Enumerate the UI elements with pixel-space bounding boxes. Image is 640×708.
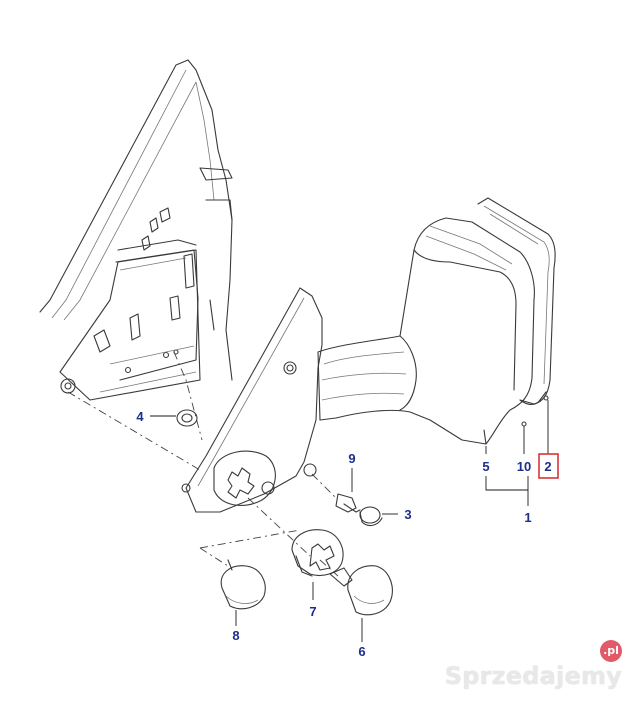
mirror-assembly [317,197,556,445]
callout-10: 10 [517,459,531,474]
assembly-guide-lines [67,351,339,577]
callout-8: 8 [232,628,239,643]
watermark: Sprzedajemy [444,662,622,690]
callout-1: 1 [524,510,531,525]
callout-6: 6 [358,644,365,659]
callout-leaders [485,400,549,506]
watermark-badge: .pl [600,640,622,662]
part-8-indicator [220,559,266,626]
part-6-indicator [329,565,393,642]
mirror-base-bracket [181,287,323,513]
callout-labels: 1 2 3 4 5 6 7 8 9 10 [136,409,559,659]
part-9-bolt [335,468,361,513]
callout-5: 5 [482,459,489,474]
part-7-clip [291,529,344,600]
callout-3: 3 [404,507,411,522]
part-3-cap [359,506,398,527]
door-frame [39,59,233,401]
callout-2: 2 [544,459,551,474]
callout-4: 4 [136,409,144,424]
callout-9: 9 [348,451,355,466]
part-4-washer [150,409,198,427]
callout-7: 7 [309,604,316,619]
callout-2-highlight [538,453,559,479]
